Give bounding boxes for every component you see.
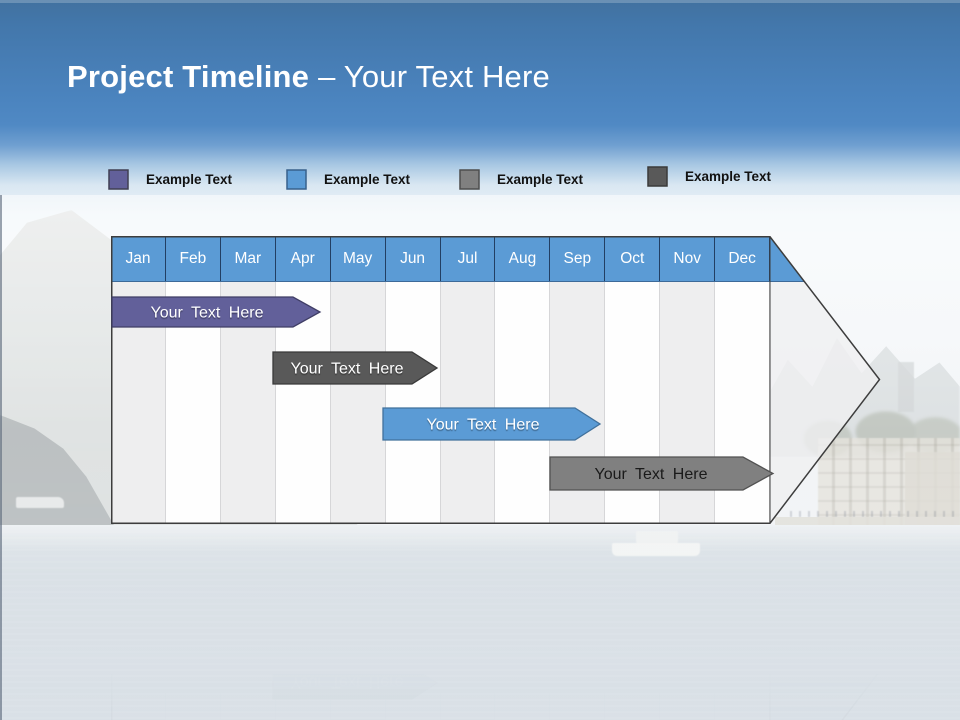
gantt-bar-1-label: Your Text Here (151, 305, 264, 322)
grid-column (495, 282, 551, 523)
legend-item-1: Example Text (108, 169, 232, 190)
gantt-bar-2: Your Text Here (272, 351, 439, 385)
arrow-outline (111, 236, 881, 524)
legend-item-2: Example Text (286, 169, 410, 190)
water (0, 525, 960, 720)
grid-column (385, 282, 441, 523)
boat-small (16, 497, 64, 508)
month-cell-jul: Jul (441, 236, 496, 281)
boat-hull (612, 543, 700, 556)
legend-swatch-4 (647, 166, 668, 187)
grid-column (440, 282, 496, 523)
legend-label-1: Example Text (146, 172, 233, 187)
legend-label-4: Example Text (685, 169, 772, 184)
legend-label-2: Example Text (324, 172, 411, 187)
month-cell-nov: Nov (660, 236, 716, 281)
gantt-bar-2-shape (272, 351, 439, 385)
gantt-bar-3: Your Text Here (382, 407, 602, 441)
gantt-bar-3-shape (382, 407, 602, 441)
timeline-overlay: Your Text Here Your Text Here Your Text … (111, 236, 881, 524)
legend-swatch-2-rect (286, 169, 307, 190)
month-cell-jan: Jan (111, 236, 166, 281)
month-cell-oct: Oct (605, 236, 661, 281)
legend-swatch-1-rect (108, 169, 129, 190)
boat-main (612, 531, 700, 556)
gantt-bar-3-label: Your Text Here (427, 417, 540, 434)
legend-swatch-3 (459, 169, 480, 190)
slide-title-regular: – Your Text Here (318, 59, 550, 94)
legend-swatch-2 (286, 169, 307, 190)
month-header-row: Jan Feb Mar Apr May Jun Jul Aug Sep Oct … (111, 236, 880, 282)
slide-top-edge (0, 0, 960, 3)
legend-swatch-1 (108, 169, 129, 190)
gantt-bar-4-label: Your Text Here (595, 466, 708, 483)
legend-swatch-4-rect (647, 166, 668, 187)
month-cell-jun: Jun (386, 236, 441, 281)
photo-left-edge (0, 195, 2, 720)
slide-title-bold: Project Timeline (67, 59, 310, 94)
month-cell-aug: Aug (495, 236, 551, 281)
gantt-bar-4-shape (549, 456, 775, 491)
month-cell-sep: Sep (550, 236, 606, 281)
boat-cabin (636, 531, 678, 543)
legend-item-3: Example Text (459, 169, 583, 190)
month-cell-mar: Mar (221, 236, 276, 281)
legend-label-3: Example Text (497, 172, 584, 187)
gantt-bar-4: Your Text Here (549, 456, 775, 491)
grid-column (330, 282, 386, 523)
legend-item-4: Example Text (647, 166, 771, 187)
gantt-bar-2-label: Your Text Here (291, 361, 404, 378)
timeline-arrow: Jan Feb Mar Apr May Jun Jul Aug Sep Oct … (111, 236, 881, 524)
slide-title: Project Timeline– Your Text Here (67, 59, 550, 95)
month-cell-feb: Feb (166, 236, 221, 281)
month-cells: Jan Feb Mar Apr May Jun Jul Aug Sep Oct … (111, 236, 771, 281)
legend-swatch-3-rect (459, 169, 480, 190)
gantt-bar-1-shape (111, 296, 322, 328)
month-cell-may: May (331, 236, 386, 281)
gantt-bar-1: Your Text Here (111, 296, 322, 328)
month-cell-apr: Apr (276, 236, 331, 281)
